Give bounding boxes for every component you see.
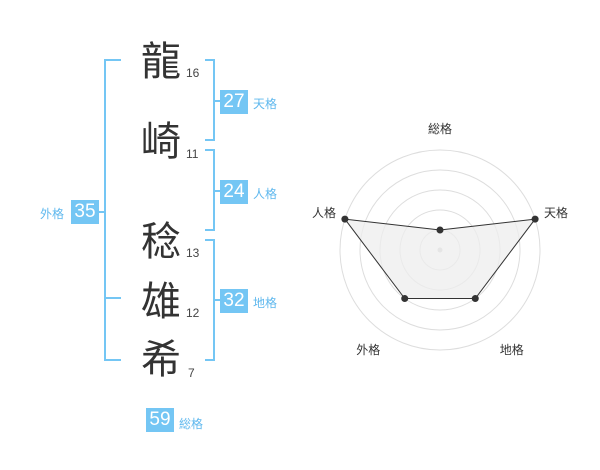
- radar-point-1: [531, 215, 539, 223]
- jinkaku-score: 24: [220, 180, 248, 204]
- name-char-2: 崎: [141, 119, 181, 165]
- jinkaku-label: 人格: [253, 187, 278, 201]
- radar-axis-label-0: 総格: [428, 122, 453, 136]
- stroke-count-2: 11: [186, 147, 199, 161]
- soukaku-label: 総格: [179, 417, 204, 431]
- gaikaku-bracket: [104, 59, 121, 361]
- tenkaku-score: 27: [220, 90, 248, 114]
- name-char-4: 雄: [141, 279, 181, 325]
- radar-axis-label-2: 地格: [499, 342, 524, 357]
- radar-ring-4: [359, 169, 521, 331]
- chikaku-score: 32: [220, 289, 248, 313]
- name-char-5: 希: [141, 337, 181, 383]
- gaikaku-score: 35: [71, 200, 99, 224]
- stroke-count-4: 12: [186, 306, 200, 320]
- radar-point-2: [471, 295, 479, 303]
- radar-point-4: [341, 215, 349, 223]
- radar-axis-label-3: 外格: [356, 342, 381, 357]
- name-char-3: 稔: [141, 219, 181, 265]
- stroke-count-3: 13: [186, 246, 200, 260]
- radar-point-3: [401, 295, 409, 303]
- radar-axis-label-1: 天格: [544, 206, 569, 221]
- gaikaku-label: 外格: [40, 207, 65, 221]
- soukaku-score: 59: [146, 408, 174, 432]
- name-char-1: 龍: [141, 39, 181, 85]
- radar-ring-5: [339, 149, 541, 351]
- tenkaku-label: 天格: [253, 97, 278, 111]
- radar-polygon: [343, 218, 537, 300]
- chikaku-label: 地格: [253, 296, 278, 310]
- stroke-count-5: 7: [188, 366, 195, 380]
- radar-axis-label-4: 人格: [311, 206, 336, 221]
- radar-point-0: [436, 226, 444, 234]
- stroke-count-1: 16: [186, 66, 200, 80]
